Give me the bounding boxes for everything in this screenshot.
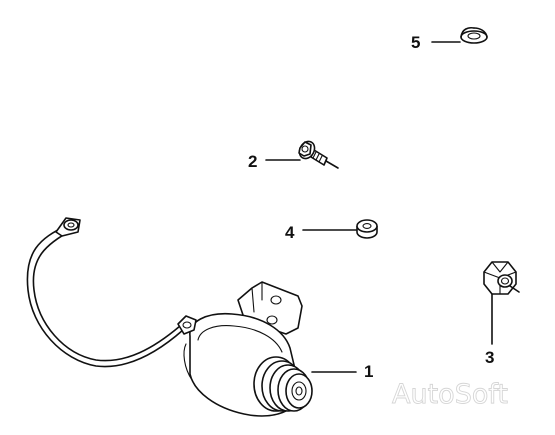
callout-2: 2 [248,152,257,171]
callout-4: 4 [285,223,295,242]
part-3-hex-nut [483,261,520,295]
part-2-screw [298,140,339,169]
part-5-clip [460,26,488,44]
callout-1: 1 [364,362,373,381]
part-4-washer [356,219,378,239]
callout-5: 5 [411,33,420,52]
watermark: AutoSoft [392,379,508,410]
callout-3: 3 [485,348,494,367]
part-1-solenoid [26,217,313,417]
